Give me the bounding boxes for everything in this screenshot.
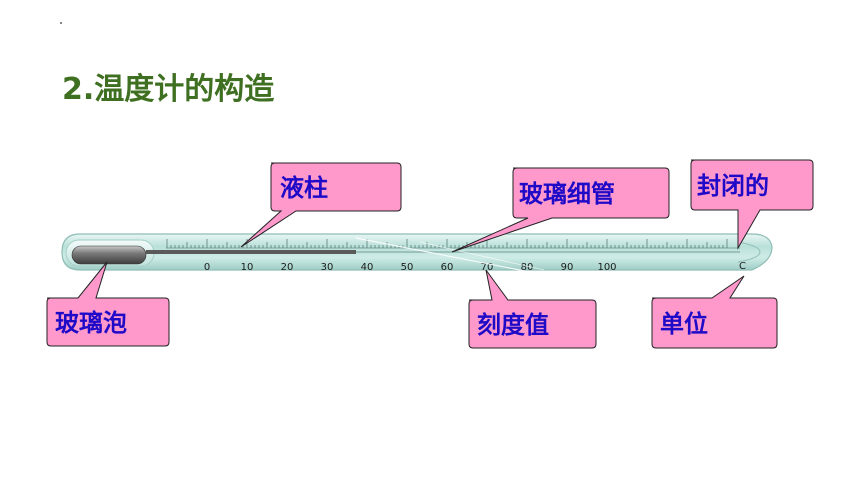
scale-tick-label: 100 xyxy=(597,262,616,273)
callout-liquid-column: 液柱 xyxy=(240,162,402,248)
scale-tick-label: 40 xyxy=(361,262,374,273)
callout-scale-value: 刻度值 xyxy=(468,269,597,349)
scale-tick-label: 60 xyxy=(441,262,454,273)
glass-highlight xyxy=(355,237,541,275)
callout-sealed-label: 封闭的 xyxy=(697,172,769,200)
slide-title: 2.温度计的构造 xyxy=(62,72,275,107)
scale-tick-label: 90 xyxy=(561,262,574,273)
scale-labels: 0 10 20 30 40 50 60 70 80 90 100 xyxy=(204,262,617,273)
sealed-end xyxy=(737,241,761,263)
callout-capillary-tube-label: 玻璃细管 xyxy=(519,180,615,208)
unit-label: C xyxy=(739,261,746,272)
slide-mark xyxy=(60,22,62,24)
scale-tick-label: 10 xyxy=(241,262,254,273)
callout-liquid-column-label: 液柱 xyxy=(280,174,328,202)
scale-tick-label: 50 xyxy=(401,262,414,273)
liquid-column xyxy=(146,250,356,254)
callout-bulb: 玻璃泡 xyxy=(46,261,170,347)
scale-tick-label: 80 xyxy=(521,262,534,273)
scale-tick-label: 20 xyxy=(281,262,294,273)
callout-sealed: 封闭的 xyxy=(690,159,814,250)
scale-tick-label: 0 xyxy=(204,262,210,273)
glass-bulb xyxy=(71,245,147,265)
callout-scale-value-label: 刻度值 xyxy=(477,311,549,339)
callout-unit: 单位 xyxy=(651,275,778,349)
scale-ticks xyxy=(166,239,728,248)
callout-bulb-label: 玻璃泡 xyxy=(55,309,127,337)
callout-unit-label: 单位 xyxy=(660,310,708,338)
scale-tick-label: 30 xyxy=(321,262,334,273)
callout-capillary-tube: 玻璃细管 xyxy=(451,167,670,253)
glass-highlight-2 xyxy=(419,241,545,271)
scale-tick-label: 70 xyxy=(481,262,494,273)
